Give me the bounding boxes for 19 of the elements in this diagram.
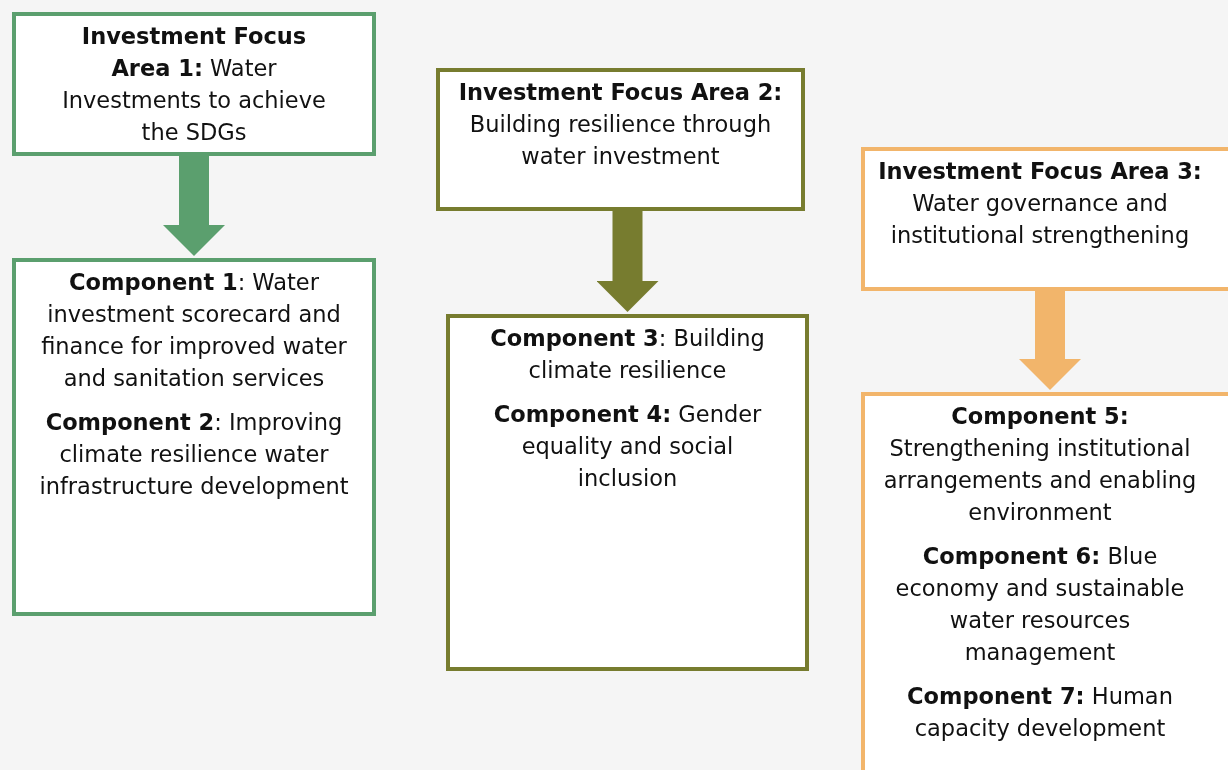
box-text: Component 7: Human capacity development [906, 682, 1174, 743]
focus-area-box [436, 68, 805, 211]
focus-area-box [861, 147, 1228, 291]
component-box [861, 392, 1228, 770]
box-text: Investment Focus Area 2: Building resilience through water investment [457, 78, 784, 171]
block-arrow [596, 211, 659, 312]
box-text: Component 6: Blue economy and sustainable water resources management [894, 542, 1186, 667]
component-box [12, 258, 376, 616]
box-text: Investment Focus Area 3: Water governance and institutional strengthening [877, 157, 1203, 250]
box-text: Component 2: Improving climate resilience water infrastructure development [38, 408, 350, 501]
box-text: Investment Focus Area 1: Water Investments to achieve the SDGs [61, 22, 327, 147]
box-text: Component 3: Building climate resilience [489, 324, 766, 385]
block-arrow [1019, 291, 1081, 390]
component-box [446, 314, 809, 671]
focus-area-box [12, 12, 376, 156]
box-text: Component 1: Water investment scorecard and finance for improved water and sanitation services [40, 268, 348, 393]
box-text: Component 5: Strengthening institutional arrangements and enabling environment [882, 402, 1198, 527]
block-arrow [163, 156, 225, 256]
box-text: Component 4: Gender equality and social inclusion [492, 400, 763, 493]
